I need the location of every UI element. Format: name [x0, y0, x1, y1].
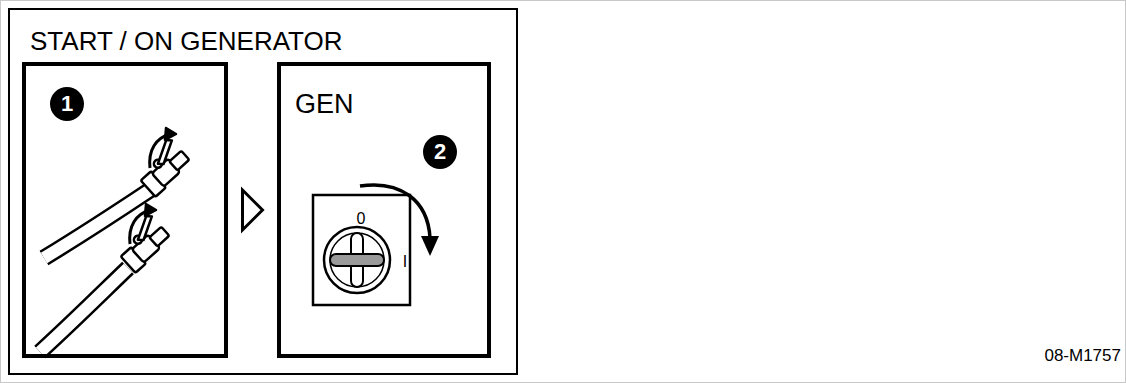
callout-number: 1 — [50, 87, 84, 121]
arrow-head — [243, 190, 263, 230]
callout-number: 2 — [423, 135, 457, 169]
panel-label: GEN — [295, 91, 354, 118]
hose-valve — [40, 128, 193, 352]
label-frame: START / ON GENERATOR 1 GEN 2 0I — [8, 8, 518, 375]
step-panel: 1 — [22, 62, 228, 358]
rotary-switch — [313, 195, 410, 305]
turn-arrow — [360, 185, 439, 256]
title-text: START / ON GENERATOR — [30, 28, 343, 54]
step-panel: GEN 2 0I — [277, 62, 491, 358]
figure-code: 08-M1757 — [1044, 347, 1121, 364]
panel-label: 0 — [357, 211, 366, 227]
panel-label: I — [403, 254, 407, 270]
step-arrow — [243, 190, 263, 230]
